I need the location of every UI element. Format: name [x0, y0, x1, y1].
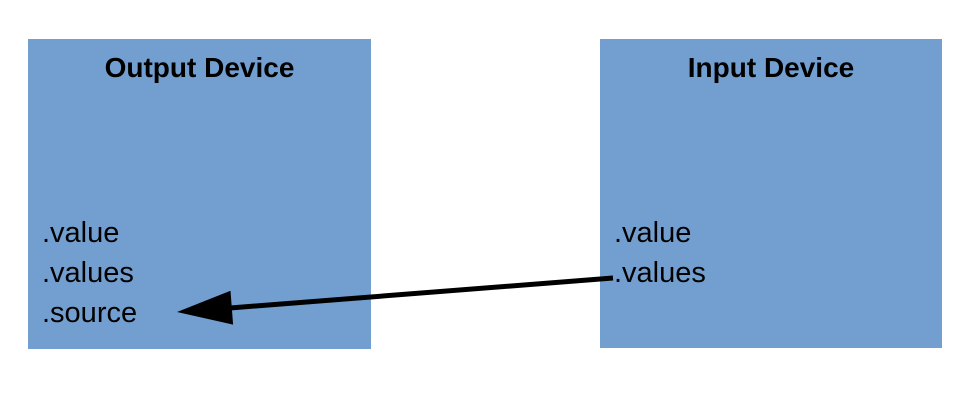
- input-device-title: Input Device: [687, 52, 855, 83]
- node-input-device: Input Device .value .values: [600, 39, 942, 348]
- property-value: .value: [42, 217, 120, 249]
- property-source: .source: [42, 297, 138, 329]
- property-value: .value: [614, 217, 692, 249]
- node-output-device: Output Device .value .values .source: [28, 39, 371, 349]
- output-device-title: Output Device: [104, 52, 295, 83]
- output-device-properties: .value .values .source: [42, 213, 137, 333]
- property-values: .values: [614, 257, 706, 289]
- input-device-properties: .value .values: [614, 213, 706, 293]
- property-values: .values: [42, 257, 134, 289]
